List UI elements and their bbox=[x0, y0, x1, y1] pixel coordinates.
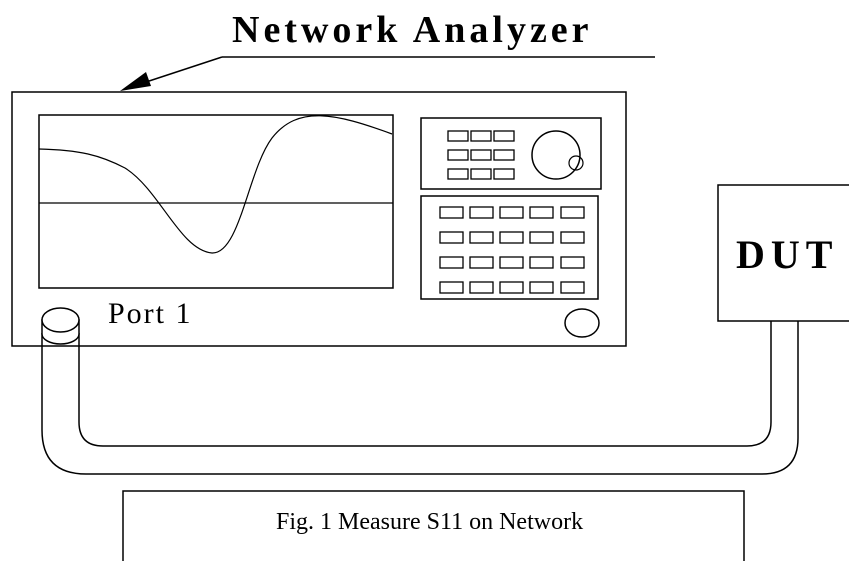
network-analyzer-body bbox=[11, 91, 627, 347]
diagram-title: Network Analyzer bbox=[232, 9, 593, 51]
large-keypad bbox=[439, 206, 585, 294]
s11-trace bbox=[38, 115, 393, 254]
lower-key-panel bbox=[420, 195, 599, 300]
figure-caption: Fig. 1 Measure S11 on Network bbox=[276, 509, 583, 535]
upper-control-panel bbox=[420, 117, 602, 190]
analyzer-display bbox=[38, 114, 394, 289]
dut-label: DUT bbox=[736, 232, 838, 277]
port-2-connector bbox=[564, 308, 600, 338]
tuning-knob-icon bbox=[531, 130, 584, 180]
small-keypad bbox=[447, 130, 515, 180]
port-1-label: Port 1 bbox=[108, 297, 193, 330]
port-1-connector bbox=[41, 307, 80, 345]
caption-box: Fig. 1 Measure S11 on Network bbox=[122, 490, 745, 561]
title-leader-arrow bbox=[120, 56, 655, 91]
coaxial-cable bbox=[41, 321, 799, 475]
dut-box bbox=[717, 184, 849, 322]
